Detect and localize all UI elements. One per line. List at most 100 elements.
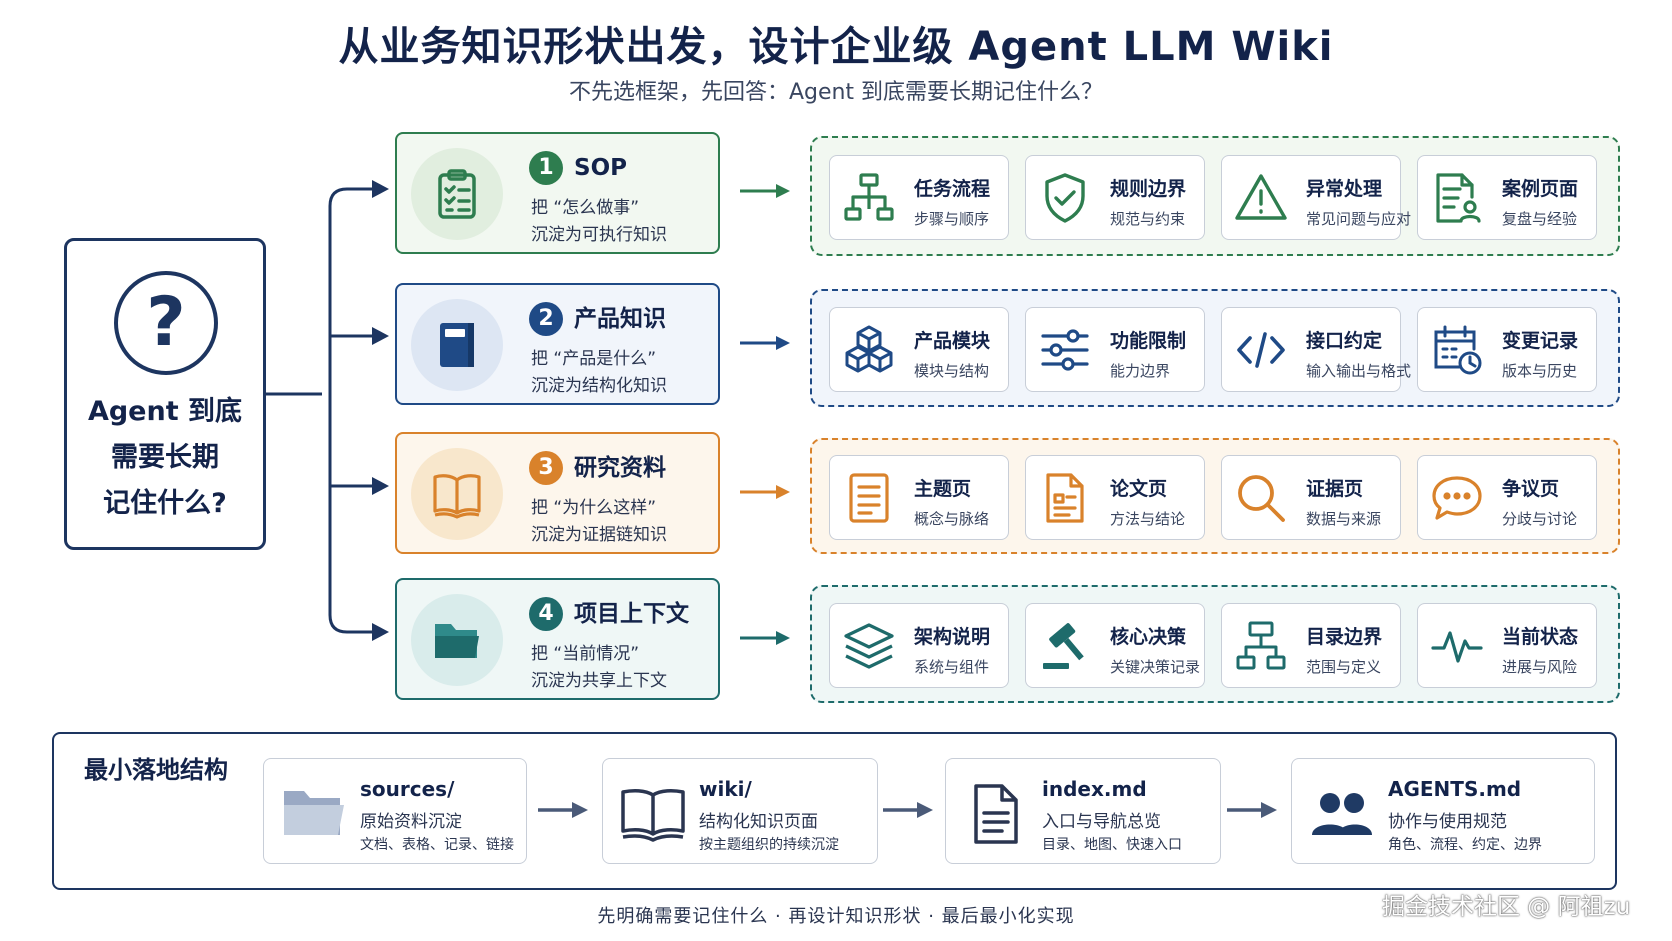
card-title: AGENTS.md <box>1388 777 1522 801</box>
project-context-card-group: 架构说明 系统与组件 核心决策 关键决策记录 目录边界 范围与定义 当前状态 进… <box>810 585 1620 703</box>
card-task-flow: 任务流程 步骤与顺序 <box>829 155 1009 240</box>
category-icon-circle <box>411 448 503 540</box>
card-subtitle: 结构化知识页面 <box>699 812 818 832</box>
watermark: 掘金技术社区 @ 阿祖zu <box>1382 894 1631 920</box>
magnifier-icon <box>1238 475 1285 522</box>
card-feature-limits: 功能限制 能力边界 <box>1025 307 1205 392</box>
card-subtitle: 复盘与经验 <box>1502 210 1578 228</box>
category-desc-line: 沉淀为证据链知识 <box>531 525 667 545</box>
card-title: 变更记录 <box>1502 330 1579 352</box>
category-desc-line: 沉淀为结构化知识 <box>531 376 667 396</box>
category-icon-circle <box>411 148 503 240</box>
category-title: 研究资料 <box>574 455 666 481</box>
card-title: sources/ <box>360 777 455 801</box>
card-dispute-page: 争议页 分歧与讨论 <box>1417 455 1597 540</box>
card-subtitle: 系统与组件 <box>914 658 990 676</box>
category-sop: 1 SOP 把 “怎么做事” 沉淀为可执行知识 <box>395 132 720 254</box>
card-title: 证据页 <box>1306 478 1364 500</box>
card-title: 目录边界 <box>1306 626 1383 648</box>
book-icon <box>440 323 474 367</box>
card-subtitle: 输入输出与格式 <box>1306 362 1412 380</box>
category-research-materials: 3 研究资料 把 “为什么这样” 沉淀为证据链知识 <box>395 432 720 554</box>
card-subtitle: 数据与来源 <box>1306 510 1382 528</box>
page-title: 从业务知识形状出发，设计企业级 Agent LLM Wiki <box>338 24 1334 70</box>
category-desc-line: 把 “产品是什么” <box>531 349 657 369</box>
agents-card: AGENTS.md 协作与使用规范 角色、流程、约定、边界 <box>1291 758 1595 864</box>
card-detail: 角色、流程、约定、边界 <box>1388 837 1542 853</box>
arrow-right-icon <box>538 802 588 818</box>
folder-icon <box>435 624 479 658</box>
card-subtitle: 模块与结构 <box>914 362 990 380</box>
category-title: 项目上下文 <box>574 601 689 627</box>
case-document-icon <box>1436 173 1481 223</box>
warning-triangle-icon <box>1235 174 1287 220</box>
card-title: 规则边界 <box>1110 178 1187 200</box>
category-desc-line: 沉淀为可执行知识 <box>531 225 667 245</box>
cubes-icon <box>845 325 893 373</box>
card-exception-handling: 异常处理 常见问题与应对 <box>1221 155 1411 240</box>
sop-card-group: 任务流程 步骤与顺序 规则边界 规范与约束 异常处理 常见问题与应对 案例页面 … <box>810 136 1620 256</box>
card-subtitle: 规范与约束 <box>1110 210 1186 228</box>
card-title: 产品模块 <box>914 330 991 352</box>
card-title: 架构说明 <box>914 626 991 648</box>
card-directory-boundary: 目录边界 范围与定义 <box>1221 603 1401 688</box>
arrow-right-icon <box>740 336 790 350</box>
directory-tree-icon <box>1236 621 1286 670</box>
card-evidence-page: 证据页 数据与来源 <box>1221 455 1401 540</box>
central-question-text: Agent 到底 需要长期 记住什么? <box>67 389 263 527</box>
sliders-icon <box>1041 329 1089 371</box>
page-subtitle: 不先选框架，先回答：Agent 到底需要长期记住什么？ <box>568 80 1104 105</box>
card-subtitle: 分歧与讨论 <box>1502 510 1578 528</box>
card-paper-page: 论文页 方法与结论 <box>1025 455 1205 540</box>
card-subtitle: 范围与定义 <box>1306 658 1382 676</box>
card-title: 任务流程 <box>914 178 991 200</box>
category-title: SOP <box>574 155 627 181</box>
flowchart-icon <box>844 173 894 221</box>
code-brackets-icon <box>1237 332 1285 368</box>
chat-bubble-icon <box>1432 476 1482 520</box>
shield-check-icon <box>1045 173 1085 223</box>
card-title: 核心决策 <box>1110 626 1187 648</box>
card-subtitle: 版本与历史 <box>1502 362 1578 380</box>
card-subtitle: 方法与结论 <box>1110 510 1186 528</box>
arrow-right-icon <box>740 184 790 198</box>
category-desc-line: 把 “为什么这样” <box>531 498 657 518</box>
paper-icon <box>1046 473 1084 523</box>
category-number-badge: 1 <box>529 151 563 185</box>
card-title: index.md <box>1042 777 1147 801</box>
research-card-group: 主题页 概念与脉络 论文页 方法与结论 证据页 数据与来源 争议页 分歧与讨论 <box>810 438 1620 554</box>
category-title: 产品知识 <box>574 306 666 332</box>
minimal-structure-panel <box>52 732 1617 890</box>
card-architecture: 架构说明 系统与组件 <box>829 603 1009 688</box>
card-title: 争议页 <box>1502 478 1560 500</box>
card-change-log: 变更记录 版本与历史 <box>1417 307 1597 392</box>
card-title: 主题页 <box>914 478 972 500</box>
sources-card: sources/ 原始资料沉淀 文档、表格、记录、链接 <box>263 758 527 864</box>
card-core-decision: 核心决策 关键决策记录 <box>1025 603 1205 688</box>
card-subtitle: 入口与导航总览 <box>1042 812 1161 832</box>
card-subtitle: 能力边界 <box>1110 362 1171 380</box>
card-title: wiki/ <box>699 777 752 801</box>
category-project-context: 4 项目上下文 把 “当前情况” 沉淀为共享上下文 <box>395 578 720 700</box>
category-product-knowledge: 2 产品知识 把 “产品是什么” 沉淀为结构化知识 <box>395 283 720 405</box>
question-line: 需要长期 <box>111 442 219 473</box>
category-icon-circle <box>411 299 503 391</box>
card-title: 当前状态 <box>1502 626 1579 648</box>
category-number-badge: 4 <box>529 597 563 631</box>
footer-tagline: 先明确需要记住什么 · 再设计知识形状 · 最后最小化实现 <box>597 906 1075 927</box>
card-detail: 按主题组织的持续沉淀 <box>699 837 839 853</box>
wiki-card: wiki/ 结构化知识页面 按主题组织的持续沉淀 <box>602 758 878 864</box>
arrow-right-icon <box>740 485 790 499</box>
topic-page-icon <box>849 473 889 523</box>
card-subtitle: 关键决策记录 <box>1110 658 1201 676</box>
calendar-clock-icon <box>1434 325 1482 375</box>
gavel-icon <box>1043 623 1084 669</box>
arrow-right-icon <box>1227 802 1277 818</box>
card-subtitle: 协作与使用规范 <box>1388 812 1507 832</box>
card-detail: 文档、表格、记录、链接 <box>360 837 514 853</box>
card-interface-contract: 接口约定 输入输出与格式 <box>1221 307 1411 392</box>
card-topic-page: 主题页 概念与脉络 <box>829 455 1009 540</box>
question-line: 记住什么? <box>103 488 227 519</box>
card-product-module: 产品模块 模块与结构 <box>829 307 1009 392</box>
